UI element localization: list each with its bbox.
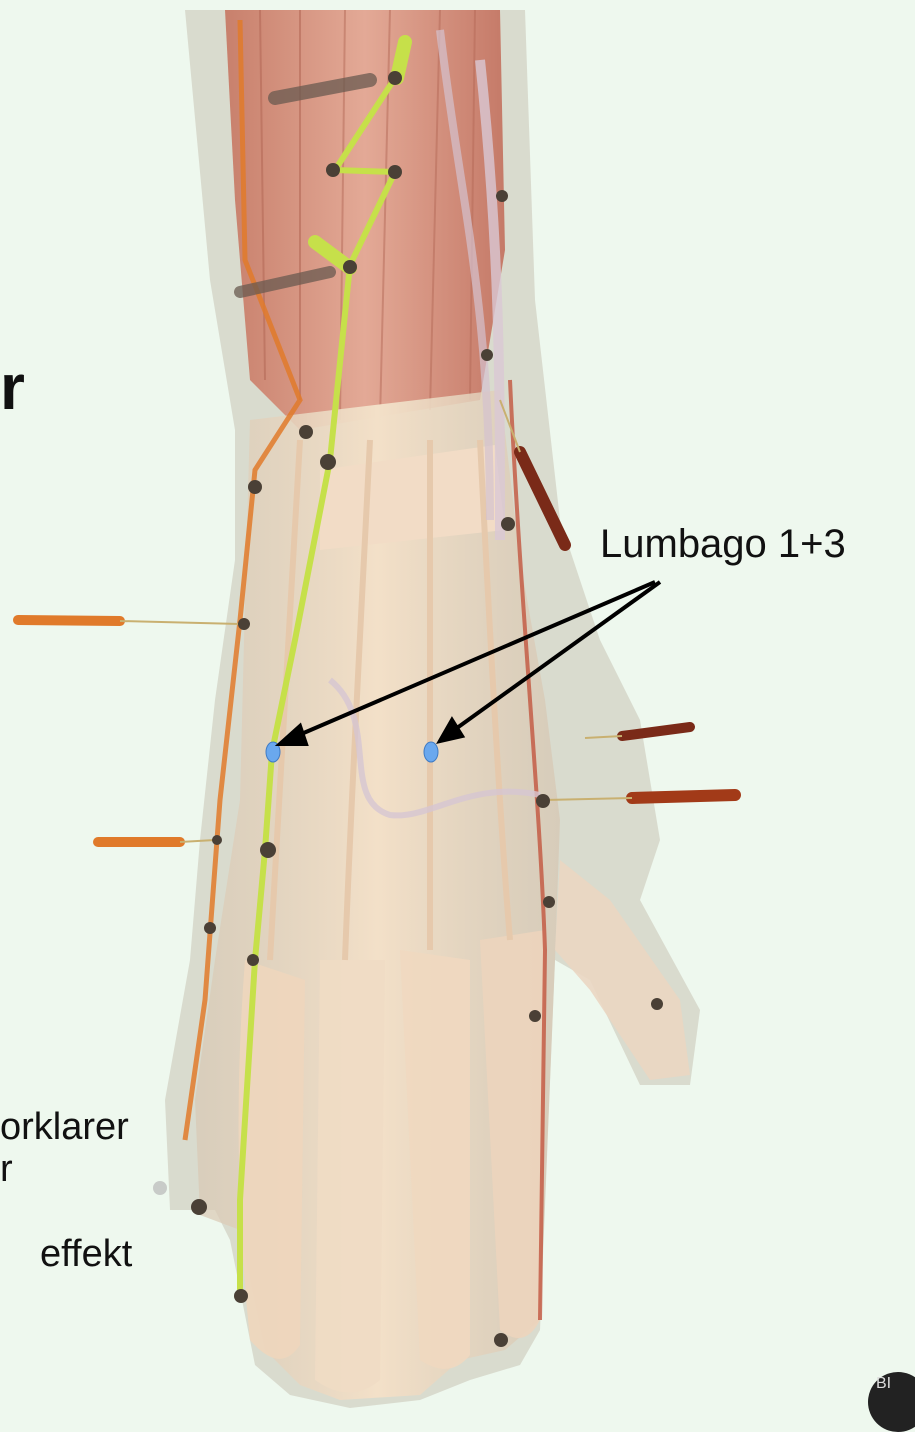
text-fragment: r: [0, 1148, 13, 1191]
needle: [18, 620, 120, 621]
needle: [632, 795, 735, 798]
forearm-muscles: [225, 10, 505, 430]
text-fragment: r: [0, 350, 25, 424]
text-fragment: orklarer: [0, 1106, 129, 1149]
lumbago-point-3: [424, 742, 438, 762]
watermark-logo: BI: [868, 1372, 915, 1432]
text-fragment: effekt: [40, 1233, 132, 1276]
lumbago-label: Lumbago 1+3: [600, 522, 846, 567]
